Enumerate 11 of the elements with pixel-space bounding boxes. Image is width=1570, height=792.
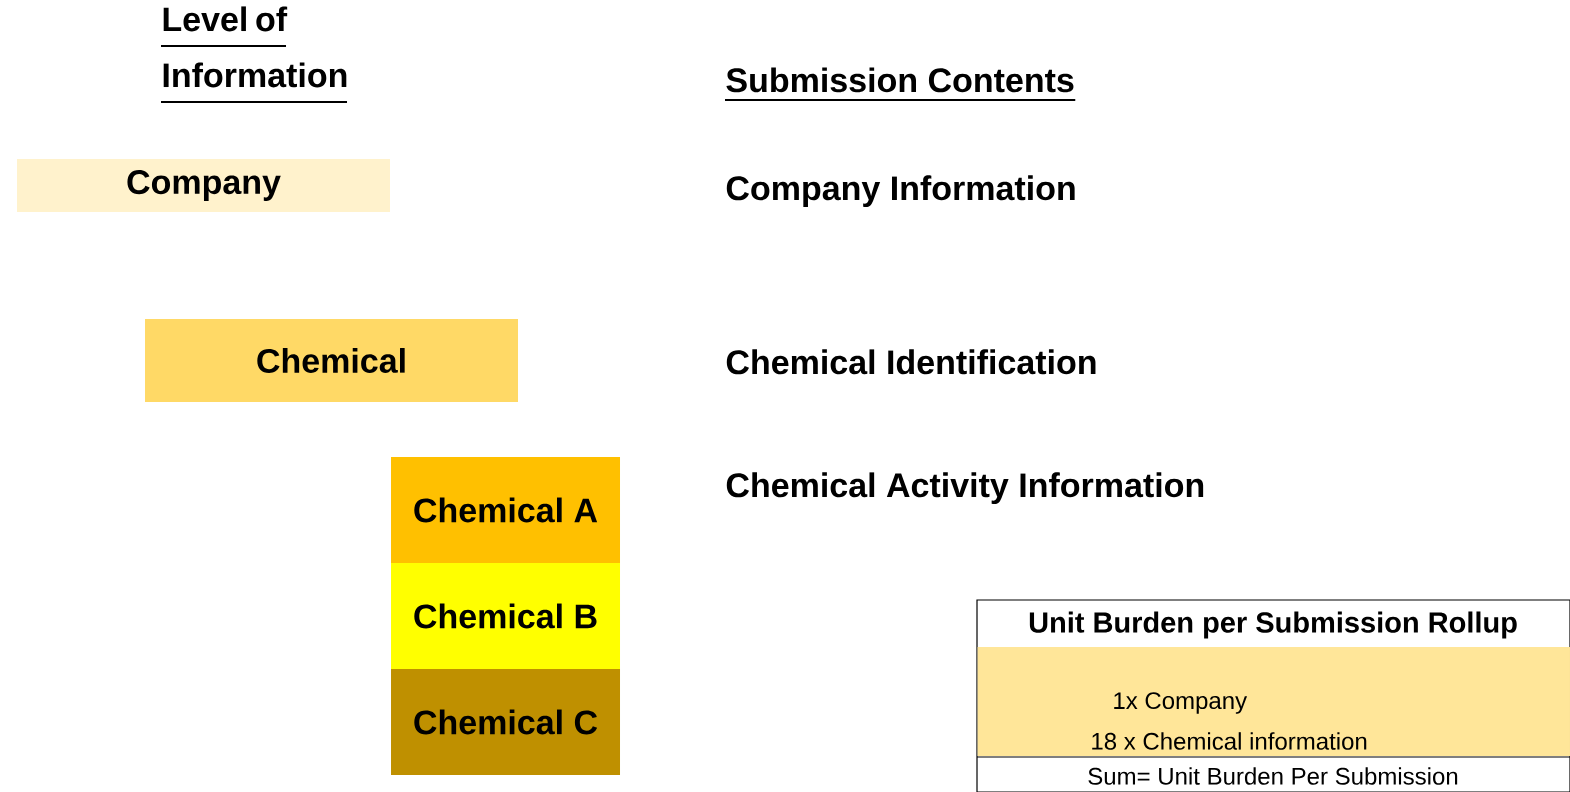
level-box: Company bbox=[17, 159, 390, 212]
level-box: Chemical A bbox=[391, 457, 620, 563]
level-box: Chemical C bbox=[391, 669, 620, 775]
level-box: Chemical bbox=[145, 319, 518, 402]
content-label: Company Information bbox=[726, 175, 1075, 208]
column-heading: Submission Contents bbox=[724, 67, 1077, 101]
content-label: Chemical Activity Information bbox=[726, 472, 1204, 505]
content-label: Chemical Identification bbox=[726, 349, 1096, 375]
level-box: Chemical B bbox=[391, 563, 620, 669]
rollup-table: Unit Burden per Submission Rollup 1x Company 18 x Chemical information Sum= Unit Burden Per Submission bbox=[976, 599, 1570, 792]
column-heading: Level of Information bbox=[160, 6, 348, 103]
